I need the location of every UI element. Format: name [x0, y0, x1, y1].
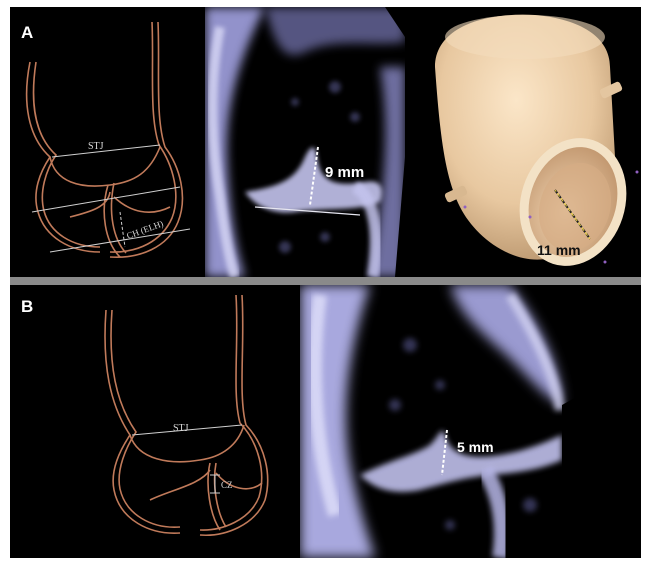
ch-elh-label: CH (ELH) — [125, 218, 164, 240]
panel-divider — [10, 277, 641, 285]
cz-label: CZ — [221, 480, 233, 490]
echo-measurement-a: 9 mm — [325, 164, 364, 181]
figure-frame: 9 mm STJ — [10, 7, 641, 558]
panel-letter-b: B — [21, 297, 33, 317]
3d-aortic-root-model: 11 mm — [405, 7, 641, 277]
echo-image-b: 5 mm — [300, 285, 580, 558]
stj-label-a: STJ — [88, 141, 104, 152]
panel-a: 9 mm STJ — [10, 7, 641, 277]
valve-diagram-b: STJ CZ — [10, 285, 300, 558]
echo-measurement-b: 5 mm — [457, 439, 494, 455]
panel-b: 5 mm STJ — [10, 285, 641, 558]
panel-letter-a: A — [21, 23, 33, 43]
stj-label-b: STJ — [173, 423, 189, 434]
model-measurement-a: 11 mm — [537, 242, 581, 258]
valve-diagram-a: STJ CH (ELH) — [10, 7, 210, 277]
echo-image-a: 9 mm — [205, 7, 405, 277]
